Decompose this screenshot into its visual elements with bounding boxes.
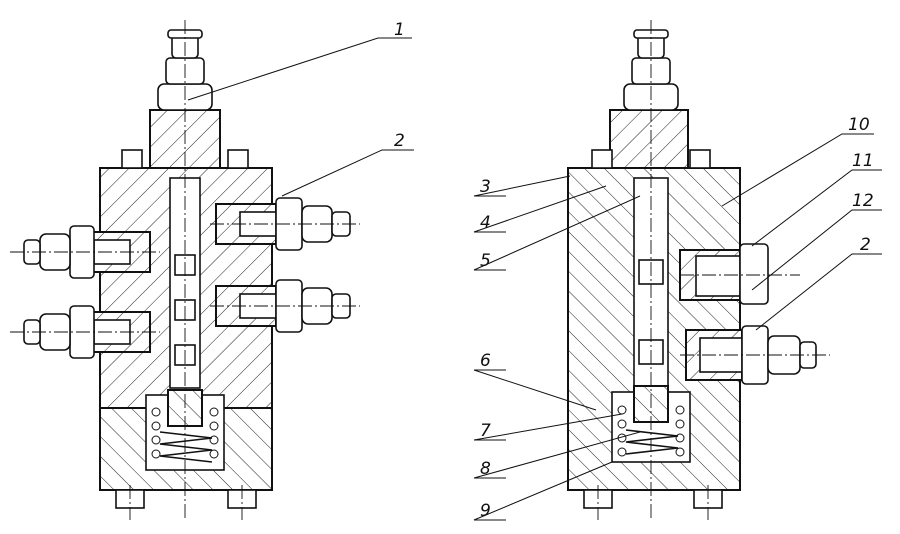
leader-4 bbox=[473, 185, 607, 233]
leader-11 bbox=[751, 169, 882, 247]
callout-1: 1 bbox=[394, 20, 405, 40]
right-spring bbox=[625, 429, 679, 455]
leader-2-left bbox=[281, 149, 414, 197]
callout-8: 8 bbox=[480, 459, 491, 479]
leader-lines bbox=[187, 37, 882, 521]
callout-2-right: 2 bbox=[860, 235, 871, 255]
callout-2-left: 2 bbox=[394, 131, 405, 151]
callout-4: 4 bbox=[480, 213, 491, 233]
right-view bbox=[567, 20, 830, 520]
left-view bbox=[10, 20, 360, 520]
leader-2-right bbox=[755, 253, 882, 331]
callout-11: 11 bbox=[852, 151, 874, 171]
right-plug bbox=[679, 243, 769, 305]
callout-5: 5 bbox=[480, 251, 491, 271]
left-spring bbox=[159, 431, 213, 463]
leader-9 bbox=[473, 461, 613, 521]
callout-12: 12 bbox=[852, 191, 874, 211]
leader-1 bbox=[187, 37, 412, 101]
callout-10: 10 bbox=[848, 115, 870, 135]
leader-3 bbox=[473, 175, 571, 197]
leader-8 bbox=[473, 431, 641, 479]
callout-6: 6 bbox=[480, 351, 491, 371]
leader-6 bbox=[473, 369, 597, 411]
callouts: 1 2 3 4 5 6 7 8 9 10 11 12 2 bbox=[394, 20, 874, 521]
leader-5 bbox=[473, 195, 641, 271]
callout-9: 9 bbox=[480, 501, 491, 521]
leader-10 bbox=[721, 133, 874, 207]
callout-7: 7 bbox=[480, 421, 491, 441]
leader-12 bbox=[751, 209, 882, 291]
callout-3: 3 bbox=[480, 177, 491, 197]
leader-7 bbox=[473, 413, 623, 441]
right-top-cover bbox=[609, 109, 689, 169]
